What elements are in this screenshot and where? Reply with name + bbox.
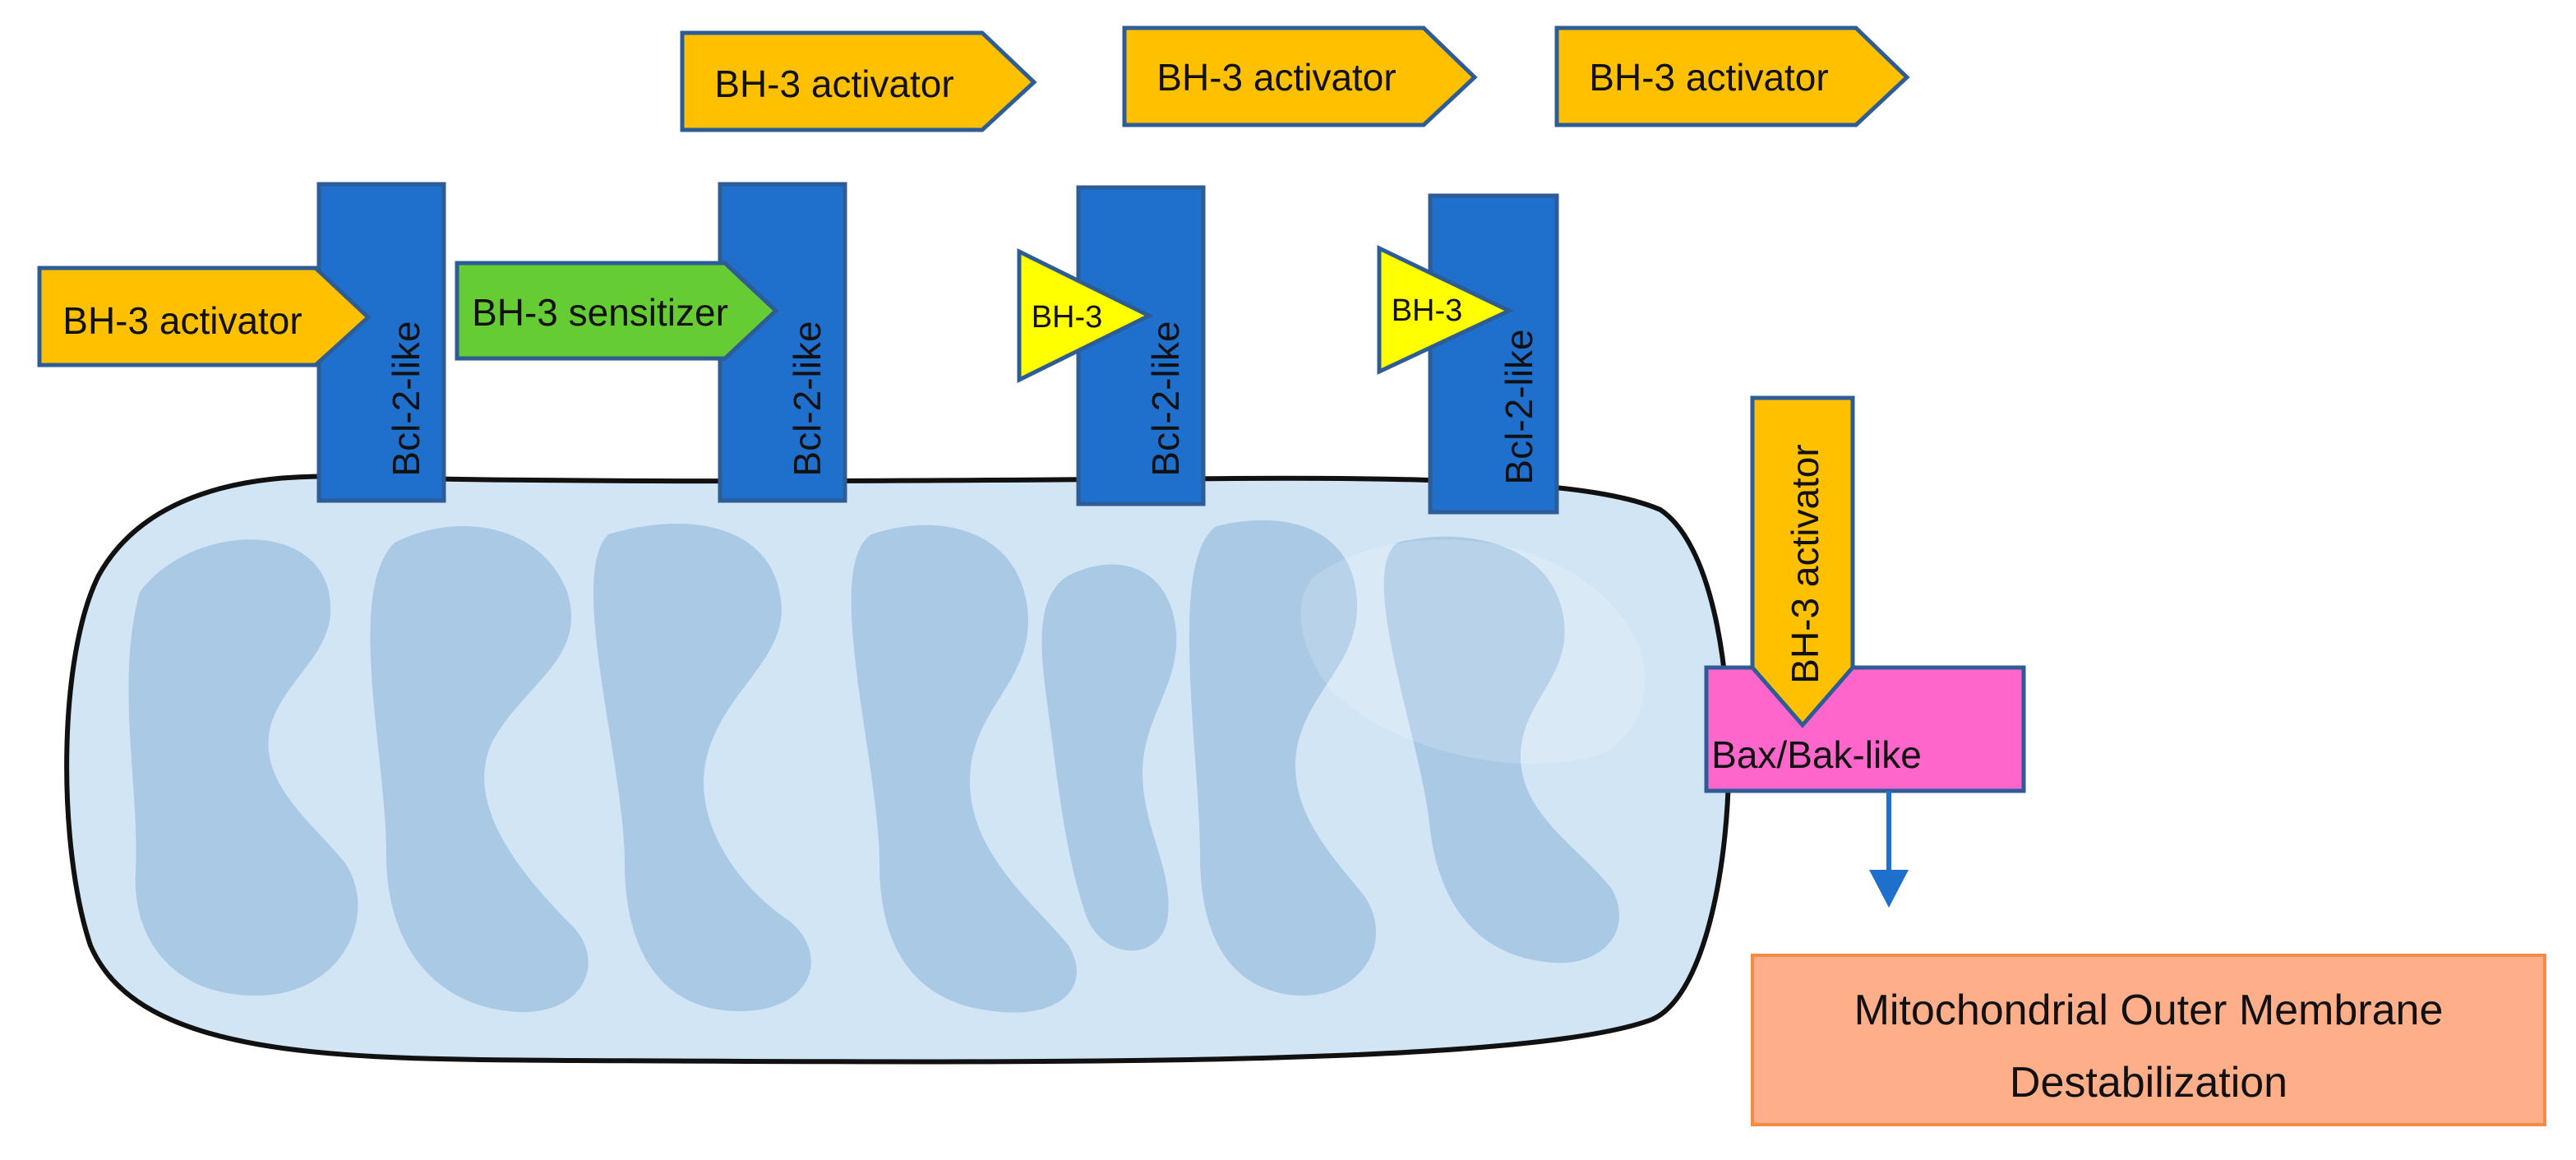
mitochondrion-cristae	[128, 520, 1620, 1013]
crista	[370, 526, 589, 1013]
bh3-label: BH-3	[1032, 300, 1103, 335]
outcome-line-1: Mitochondrial Outer Membrane	[1854, 987, 2444, 1034]
bcl2-like-protein-4: Bcl-2-like	[1428, 193, 1559, 515]
bh3-activator-arrow	[37, 266, 372, 367]
bcl2-like-label: Bcl-2-like	[1144, 321, 1187, 476]
bcl2-like-label: Bcl-2-like	[385, 321, 427, 476]
bh3-label: BH-3	[1392, 293, 1463, 328]
activation-arrow	[1869, 791, 1909, 908]
bh3-small-1: BH-3	[1017, 247, 1154, 384]
bh3-activator-label: BH-3 activator	[1589, 56, 1828, 99]
bh3-sensitizer-arrow	[455, 261, 779, 361]
bh3-sensitizer: BH-3 sensitizer	[455, 261, 779, 361]
arrow-head-icon	[1869, 870, 1909, 908]
bax-bak-like-label: Bax/Bak-like	[1711, 733, 1922, 776]
bcl2-like-protein-1: Bcl-2-like	[316, 182, 446, 503]
crista	[1041, 564, 1177, 951]
mitochondrion	[64, 474, 1732, 1065]
outcome-line-2: Destabilization	[2010, 1059, 2287, 1107]
crista	[593, 523, 811, 1011]
bh3-activator-free-1: BH-3 activator	[680, 30, 1037, 132]
bh3-activator-label: BH-3 activator	[1784, 444, 1826, 683]
bcl2-like-box	[1428, 193, 1559, 515]
bh3-activator-free-2: BH-3 activator	[1122, 25, 1478, 127]
bh3-triangle	[1377, 245, 1514, 375]
bh3-activator-label: BH-3 activator	[714, 62, 953, 105]
crista	[128, 539, 358, 996]
bcl2-like-protein-3: Bcl-2-like	[1076, 185, 1206, 506]
bh3-small-2: BH-3	[1377, 245, 1514, 375]
bh3-activator-free-3: BH-3 activator	[1554, 25, 1910, 127]
bcl2-like-label: Bcl-2-like	[786, 321, 829, 476]
crista	[1383, 536, 1620, 964]
bh3-activator-label: BH-3 activator	[1156, 56, 1396, 99]
outcome-rect	[1751, 954, 2546, 1126]
crista	[1189, 520, 1377, 996]
bax-bak-like-protein: Bax/Bak-like	[1704, 665, 2026, 793]
bh3-activator-bound: BH-3 activator	[37, 266, 372, 367]
bh3-sensitizer-label: BH-3 sensitizer	[472, 291, 728, 334]
bcl2-like-box	[1076, 185, 1206, 506]
bh3-triangle	[1017, 247, 1154, 384]
crista	[851, 525, 1077, 1013]
bh3-activator-arrow	[1750, 395, 1855, 728]
bh3-activator-arrow	[680, 30, 1037, 132]
bh3-activator-arrow	[1122, 25, 1478, 127]
bcl2-like-label: Bcl-2-like	[1498, 329, 1540, 484]
bh3-activator-arrow	[1554, 25, 1910, 127]
bh3-activator-vertical: BH-3 activator	[1750, 395, 1855, 728]
bax-bak-like-box	[1704, 665, 2026, 793]
bh3-activator-label: BH-3 activator	[62, 299, 302, 342]
outcome-box: Mitochondrial Outer Membrane Destabiliza…	[1751, 954, 2546, 1126]
mitochondrion-highlight	[1300, 539, 1645, 764]
